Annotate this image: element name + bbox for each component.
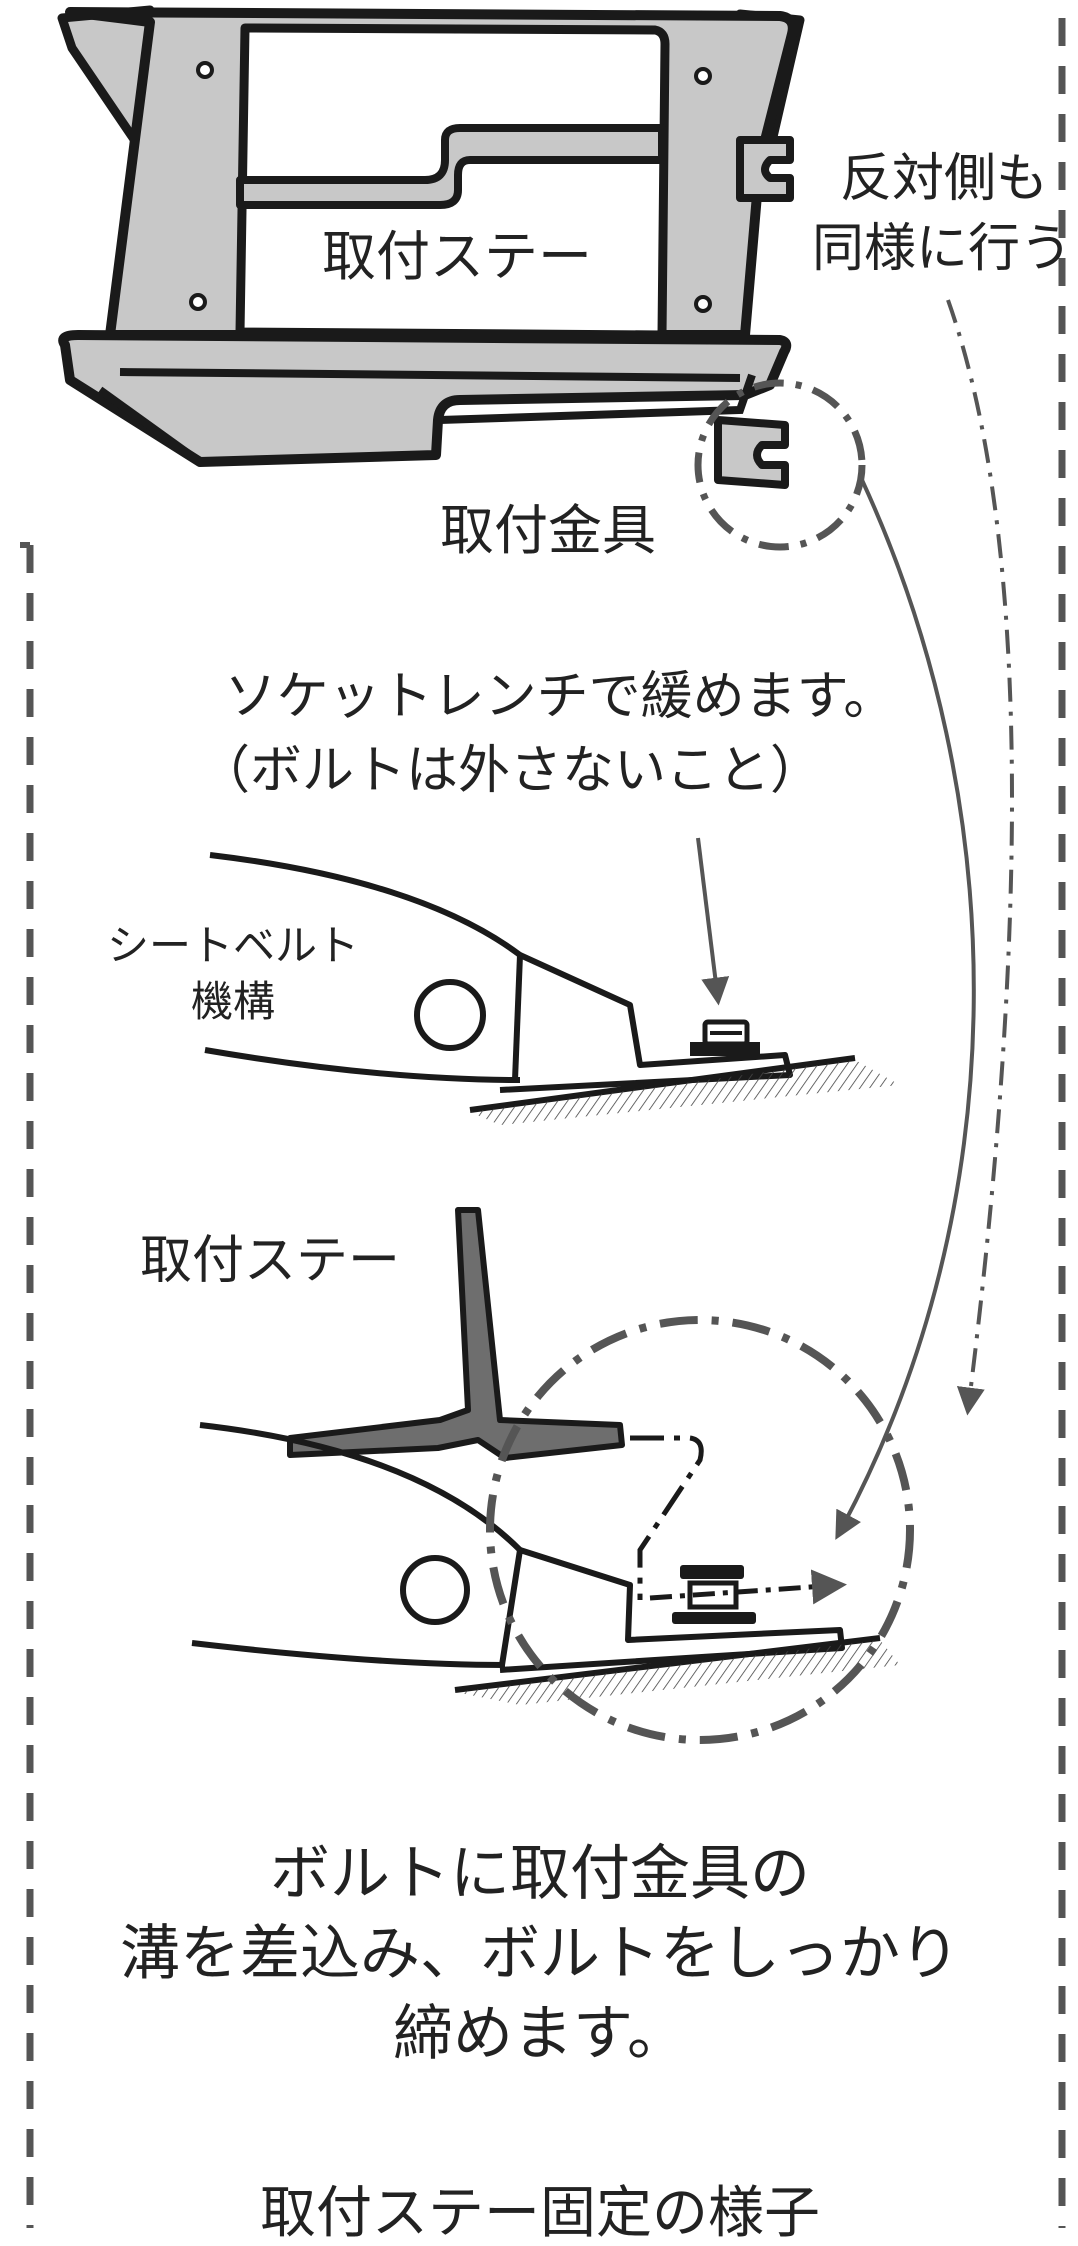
- stay-attachment-illustration: [191, 1207, 900, 1705]
- bolt-pointer-arrow: [696, 837, 730, 1006]
- bracket-label: 取付金具: [440, 499, 656, 562]
- mounting-stay-top-illustration: [57, 5, 805, 489]
- stay-label-top: 取付ステー: [322, 225, 592, 288]
- seatbelt-label-line1: シートベルト: [106, 921, 359, 970]
- loosen-instruction-line2: （ボルトは外さないこと）: [197, 741, 822, 801]
- insert-instruction-line3: 締めます。: [393, 1999, 687, 2069]
- insert-instruction-line1: ボルトに取付金具の: [270, 1839, 810, 1909]
- seatbelt-label-line2: 機構: [190, 977, 275, 1026]
- curved-arrow: [835, 479, 976, 1540]
- bracket-highlight-circle: [694, 379, 866, 551]
- opposite-side-note-line1: 反対側も: [840, 149, 1049, 209]
- insert-instruction-line2: 溝を差込み、ボルトをしっかり: [120, 1919, 960, 1989]
- figure-caption: 取付ステー固定の様子: [260, 2181, 820, 2246]
- stay-label-middle: 取付ステー: [140, 1231, 401, 1291]
- dash-dot-arrow: [946, 299, 1014, 1416]
- opposite-side-note-line2: 同様に行う: [812, 219, 1073, 279]
- loosen-instruction-line1: ソケットレンチで緩めます。: [224, 667, 896, 727]
- detail-highlight-circle: [486, 1316, 914, 1744]
- seatbelt-mechanism-illustration: [204, 852, 900, 1125]
